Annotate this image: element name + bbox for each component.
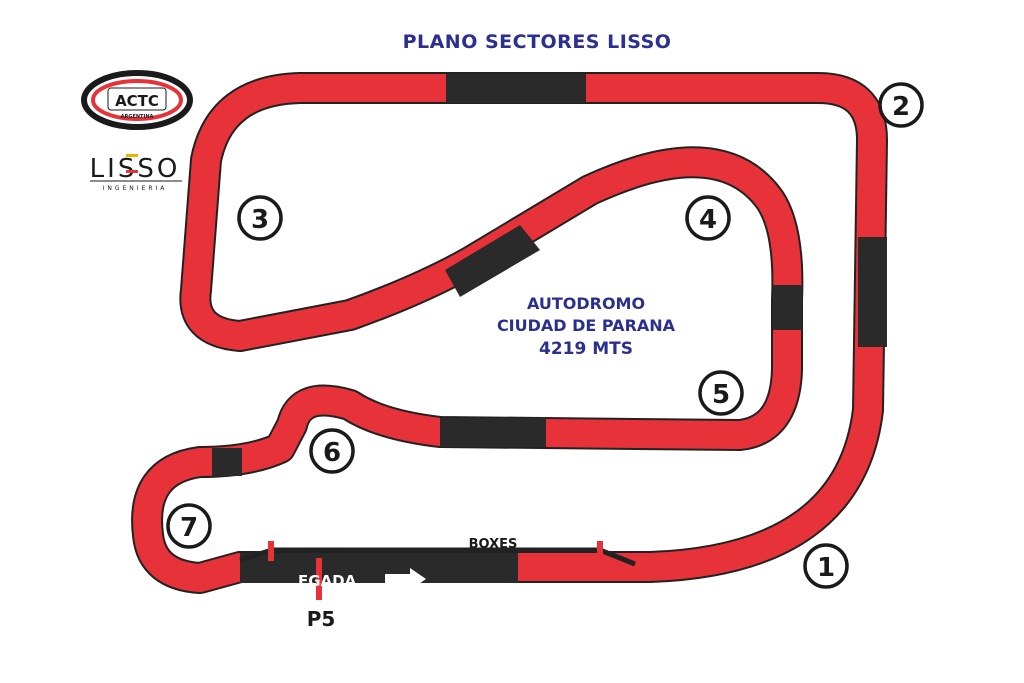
sector-4-marker: 4	[685, 195, 731, 241]
circuit-name-line1: AUTODROMO	[527, 294, 645, 313]
sector-3-label: 3	[251, 205, 269, 235]
sector-mark-top	[446, 74, 586, 103]
actc-logo: ACTC ARGENTINA	[81, 70, 193, 130]
actc-logo-text: ACTC	[115, 92, 159, 110]
lisso-logo-text: LISSO	[90, 154, 181, 184]
sector-2-marker: 2	[878, 82, 924, 128]
sector-6-label: 6	[323, 438, 341, 468]
finish-straight	[240, 553, 518, 583]
sector-mark-inner-right	[773, 285, 802, 330]
finish-label: EGADA	[298, 572, 357, 590]
sector-5-marker: 5	[698, 370, 744, 416]
sector-5-label: 5	[712, 380, 730, 410]
sector-7-label: 7	[180, 513, 198, 543]
p5-label: P5	[307, 607, 336, 631]
sector-mark-middle	[440, 418, 546, 447]
sector-7-marker: 7	[166, 503, 212, 549]
circuit-name-line2: CIUDAD DE PARANA	[497, 316, 676, 335]
pit-exit-marker	[597, 541, 603, 561]
sector-1-marker: 1	[803, 543, 849, 589]
sector-mark-right	[858, 237, 887, 347]
actc-country: ARGENTINA	[121, 114, 154, 120]
pit-lane	[239, 547, 636, 567]
sector-1-label: 1	[817, 553, 835, 583]
sector-4-label: 4	[699, 205, 717, 235]
sector-2-label: 2	[892, 92, 910, 122]
sector-mark-left	[212, 448, 242, 476]
sector-mark-diagonal	[445, 225, 540, 297]
sector-6-marker: 6	[309, 428, 355, 474]
pit-entry-marker	[268, 541, 274, 561]
lisso-logo: LISSO INGENIERIA	[90, 154, 182, 192]
direction-arrow-icon	[385, 568, 426, 590]
p5-marker	[316, 558, 322, 600]
lisso-sub-text: INGENIERIA	[103, 185, 168, 192]
circuit-length: 4219 MTS	[539, 339, 633, 359]
boxes-label: BOXES	[469, 537, 518, 552]
sector-3-marker: 3	[237, 195, 283, 241]
map-title: PLANO SECTORES LISSO	[403, 31, 672, 53]
